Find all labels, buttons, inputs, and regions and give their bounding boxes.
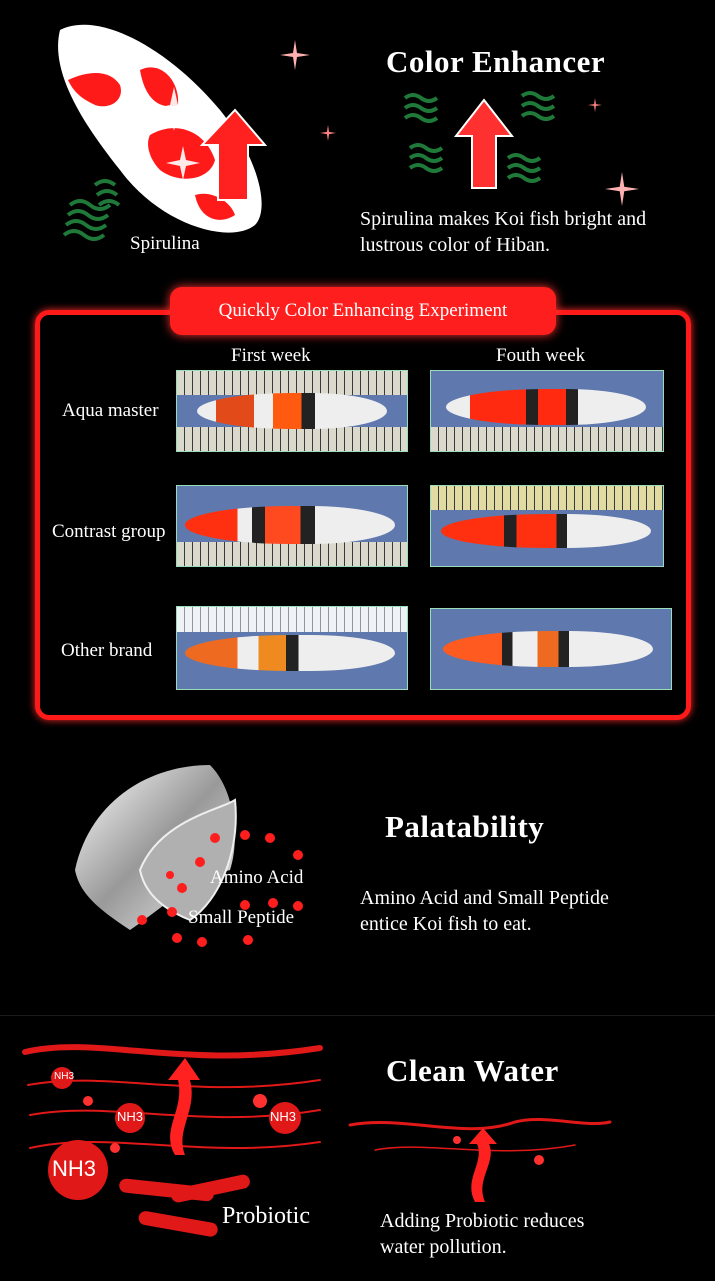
row-label-aqua-master: Aqua master xyxy=(62,400,159,421)
sparkle-icon xyxy=(588,98,602,112)
row-label-other-brand: Other brand xyxy=(61,640,153,661)
arrow-up-icon xyxy=(469,1128,497,1202)
section-divider xyxy=(0,1015,715,1016)
experiment-title: Quickly Color Enhancing Experiment xyxy=(170,287,556,335)
sparkle-icon xyxy=(605,172,639,206)
probiotic-label: Probiotic xyxy=(222,1203,310,1229)
sparkle-icon xyxy=(280,40,310,70)
sparkle-icon xyxy=(320,125,336,141)
description-line: Amino Acid and Small Peptide xyxy=(360,887,609,909)
koi-photo-other-brand-week1 xyxy=(176,606,408,690)
description-line: lustrous color of Hiban. xyxy=(360,234,550,256)
arrow-up-icon xyxy=(168,1058,200,1155)
arrow-up-icon xyxy=(199,108,268,201)
nh3-bubbles xyxy=(48,1067,301,1200)
description-line: Adding Probiotic reduces xyxy=(380,1210,585,1232)
nh3-label: NH3 xyxy=(117,1109,144,1124)
description-line: water pollution. xyxy=(380,1236,507,1258)
nh3-label: NH3 xyxy=(270,1109,297,1124)
description-line: Spirulina makes Koi fish bright and xyxy=(360,208,647,230)
nh3-label: NH3 xyxy=(54,1071,75,1082)
food-pellet-illustration xyxy=(75,765,303,947)
nh3-label: NH3 xyxy=(52,1156,97,1181)
clean-water-title: Clean Water xyxy=(386,1053,559,1088)
spirulina-label: Spirulina xyxy=(130,233,200,254)
water-illustration xyxy=(22,1044,323,1237)
color-enhancer-title: Color Enhancer xyxy=(386,44,606,79)
koi-photo-contrast-week1 xyxy=(176,485,408,567)
clean-water-description: Adding Probiotic reduces water pollution… xyxy=(380,1208,584,1260)
spirulina-icon xyxy=(62,179,121,241)
row-label-contrast-group: Contrast group xyxy=(52,521,166,542)
small-peptide-label: Small Peptide xyxy=(188,907,295,928)
amino-acid-label: Amino Acid xyxy=(210,867,304,888)
arrow-up-icon xyxy=(453,98,515,189)
koi-fish-illustration xyxy=(58,24,268,241)
koi-photo-other-brand-week4 xyxy=(430,608,672,690)
palatability-title: Palatability xyxy=(385,809,545,844)
koi-photo-aqua-master-week4 xyxy=(430,370,664,452)
column-header-fourth-week: Fouth week xyxy=(496,345,586,366)
water-surface-graphic xyxy=(348,1118,612,1202)
nutrient-dots xyxy=(137,830,303,947)
enhancer-graphic xyxy=(403,91,556,189)
color-enhancer-description: Spirulina makes Koi fish bright and lust… xyxy=(360,206,646,258)
palatability-description: Amino Acid and Small Peptide entice Koi … xyxy=(360,885,609,937)
column-header-first-week: First week xyxy=(231,345,311,366)
koi-photo-aqua-master-week1 xyxy=(176,370,408,452)
koi-photo-contrast-week4 xyxy=(430,485,664,567)
description-line: entice Koi fish to eat. xyxy=(360,913,532,935)
